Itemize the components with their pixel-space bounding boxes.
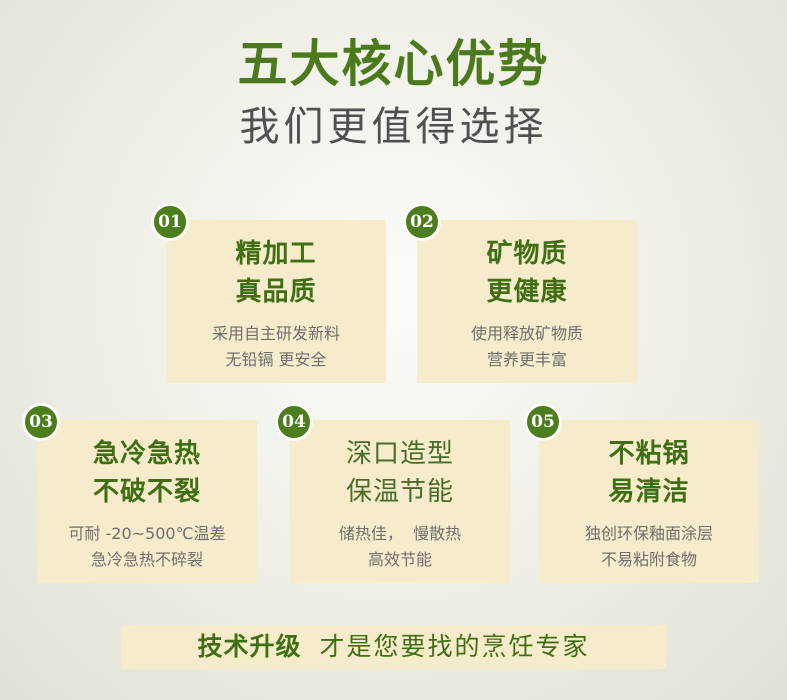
feature-desc-line2: 营养更丰富 (486, 350, 567, 369)
feature-desc-line2: 急冷急热不碎裂 (90, 550, 203, 569)
feature-title-line2: 易清洁 (608, 477, 690, 507)
number-badge-02: 02 (403, 203, 441, 241)
feature-title-line1: 急冷急热 (92, 439, 201, 469)
feature-desc-line1: 采用自主研发新料 (211, 324, 340, 343)
page-title: 五大核心优势 (237, 34, 550, 93)
footer-strong-text: 技术升级 (197, 632, 302, 661)
feature-card-05: 不粘锅 易清洁 独创环保釉面涂层 不易粘附食物 (539, 420, 759, 583)
feature-title-line2: 真品质 (235, 277, 317, 307)
feature-card-04: 深口造型 保温节能 储热佳， 慢散热 高效节能 (290, 420, 510, 583)
feature-desc-line1: 储热佳， 慢散热 (338, 524, 462, 543)
footer-banner: 技术升级才是您要找的烹饪专家 (121, 625, 666, 669)
page-subtitle: 我们更值得选择 (239, 104, 548, 150)
feature-card-01: 精加工 真品质 采用自主研发新料 无铅镉 更安全 (166, 220, 386, 383)
feature-title-line1: 不粘锅 (608, 439, 690, 469)
feature-desc-line1: 可耐 -20~500℃温差 (68, 524, 226, 543)
footer-text: 才是您要找的烹饪专家 (319, 632, 590, 661)
feature-title-line2: 不破不裂 (92, 477, 201, 507)
feature-desc-line2: 不易粘附食物 (600, 550, 697, 569)
feature-title-line1: 精加工 (235, 239, 317, 269)
feature-title-line1: 矿物质 (486, 239, 568, 269)
feature-desc-line2: 高效节能 (367, 550, 432, 569)
number-badge-04: 04 (275, 403, 313, 441)
feature-desc-line1: 独创环保釉面涂层 (584, 524, 713, 543)
feature-card-02: 矿物质 更健康 使用释放矿物质 营养更丰富 (417, 220, 637, 383)
feature-title-line2: 保温节能 (345, 477, 454, 507)
feature-card-03: 急冷急热 不破不裂 可耐 -20~500℃温差 急冷急热不碎裂 (37, 420, 257, 583)
feature-desc-line2: 无铅镉 更安全 (225, 350, 327, 369)
number-badge-01: 01 (151, 203, 189, 241)
feature-title-line2: 更健康 (486, 277, 568, 307)
number-badge-05: 05 (524, 403, 562, 441)
number-badge-03: 03 (22, 403, 60, 441)
feature-title-line1: 深口造型 (345, 439, 454, 469)
feature-desc-line1: 使用释放矿物质 (470, 324, 583, 343)
